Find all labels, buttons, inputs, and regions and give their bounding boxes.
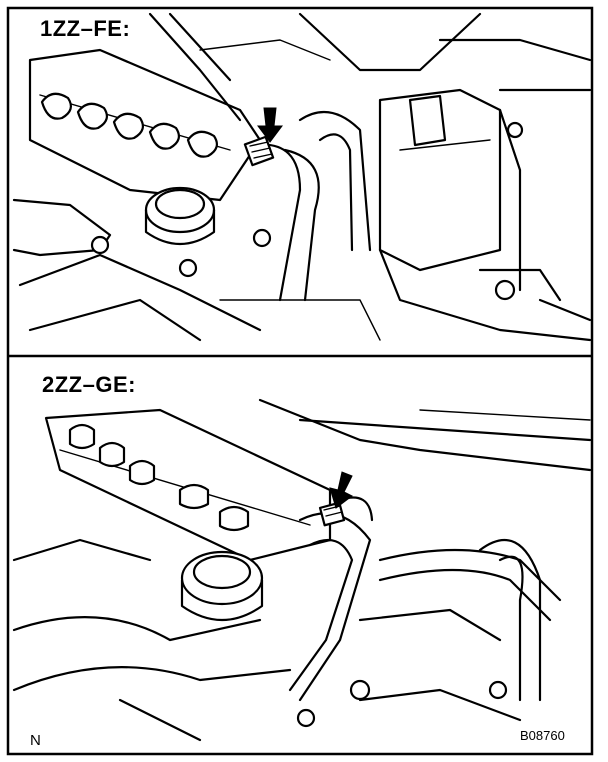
corner-mark: N: [30, 732, 41, 749]
outer-frame: [6, 6, 594, 756]
figure-code: B08760: [520, 728, 565, 743]
panel-2-title: 2ZZ–GE:: [42, 372, 136, 397]
panel-2zz-ge-drawing: [12, 398, 592, 742]
arrow-pointer-icon: [329, 471, 353, 509]
panel-1zz-fe-drawing: [12, 12, 592, 342]
panel-1-title: 1ZZ–FE:: [40, 16, 131, 41]
arrow-pointer-icon: [257, 107, 283, 143]
